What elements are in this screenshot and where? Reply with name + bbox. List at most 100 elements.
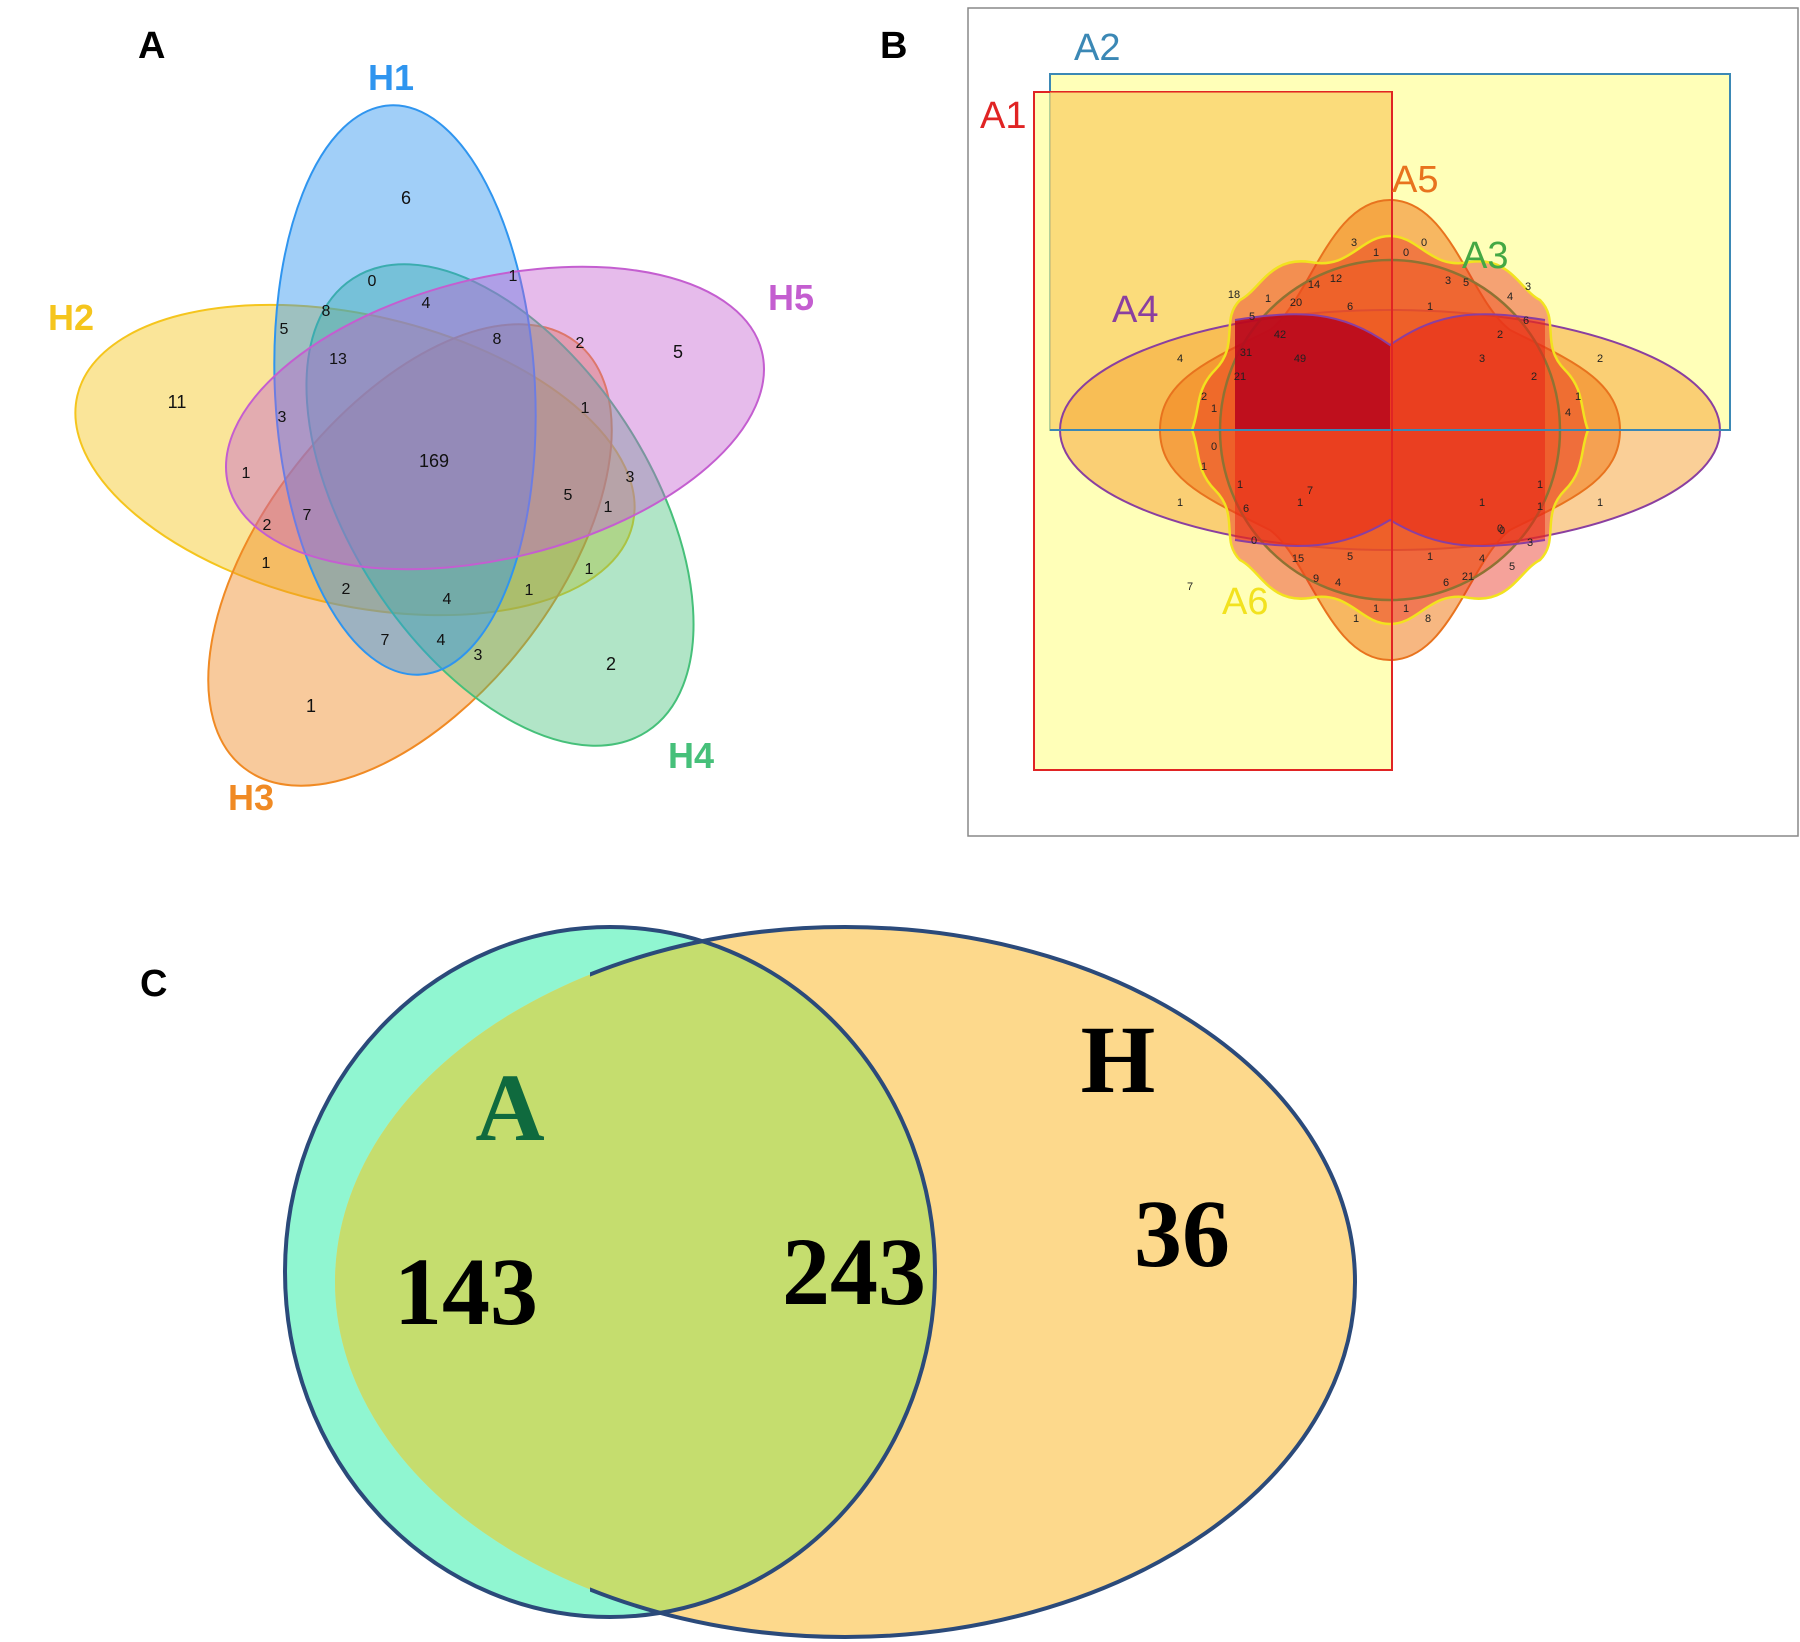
- panel-b-letter: B: [880, 25, 907, 67]
- count-label: 1: [581, 400, 590, 417]
- count-label: 1: [1177, 497, 1183, 509]
- count-label: 1: [1211, 403, 1217, 415]
- count-label: 8: [1425, 613, 1431, 625]
- count-label: 4: [1177, 353, 1183, 365]
- count-label: 1: [509, 268, 518, 285]
- count-label: 7: [303, 507, 312, 524]
- count-label: 1: [1237, 479, 1243, 491]
- count-label: 1: [604, 499, 613, 516]
- count-label: 1: [1575, 391, 1581, 403]
- count-label: 14: [1308, 279, 1320, 291]
- count-label: 0: [1251, 535, 1257, 547]
- count-label: 5: [673, 342, 683, 362]
- count-label: 15: [1292, 553, 1304, 565]
- count-label: 11: [168, 392, 187, 412]
- count-label: 1: [1373, 603, 1379, 615]
- set-h5-ellipse: [225, 265, 765, 571]
- set-label-h1: H1: [368, 57, 414, 98]
- set-h-outline: [590, 925, 1357, 1639]
- set-label-a6: A6: [1222, 581, 1268, 623]
- count-label: 1: [1373, 247, 1379, 259]
- count-label: 2: [1497, 329, 1503, 341]
- count-label: 18: [1228, 289, 1240, 301]
- count-label: 4: [443, 591, 452, 608]
- count-label: 1: [1201, 461, 1207, 473]
- count-label: 1: [1353, 613, 1359, 625]
- count-label: 6: [1523, 315, 1529, 327]
- count-label: 6: [1443, 577, 1449, 589]
- count-label: 1: [262, 555, 271, 572]
- count-label: 1: [585, 561, 594, 578]
- count-label: 6: [1347, 301, 1353, 313]
- count-label: 3: [278, 409, 287, 426]
- count-label: 21: [1234, 371, 1246, 383]
- panel-a-counts: 6 11 1 2 5 169 0 4 1 8 2 5 13 3 1 7 2 1 …: [168, 188, 683, 716]
- count-label: 1: [1537, 501, 1543, 513]
- count-label: 1: [1297, 497, 1303, 509]
- count-label: 1: [1427, 551, 1433, 563]
- count-label: 3: [1445, 275, 1451, 287]
- count-label: 31: [1240, 347, 1252, 359]
- count-label: 6: [1243, 503, 1249, 515]
- count-overlap: 243: [782, 1218, 926, 1325]
- count-label: 3: [474, 647, 483, 664]
- set-label-h3: H3: [228, 777, 274, 818]
- count-label: 1: [242, 465, 251, 482]
- set-label-h2: H2: [48, 297, 94, 338]
- set-label-h: H: [1081, 1006, 1156, 1113]
- count-label: 2: [1597, 353, 1603, 365]
- count-label: 13: [329, 351, 347, 368]
- count-label: 2: [576, 335, 585, 352]
- set-a-outline: [283, 925, 937, 1619]
- set-label-a3: A3: [1462, 235, 1508, 277]
- count-label: 1: [1479, 497, 1485, 509]
- count-label: 0: [1403, 247, 1409, 259]
- panel-a: A H1 H2 H3 H4 H5 6 11 1 2 5 169 0 4 1 8 …: [48, 25, 814, 818]
- count-label: 1: [306, 696, 316, 716]
- count-label: 7: [1187, 581, 1193, 593]
- count-label: 4: [1335, 577, 1341, 589]
- panel-a-letter: A: [138, 25, 165, 67]
- count-label: 0: [1497, 523, 1503, 535]
- count-label: 3: [1351, 237, 1357, 249]
- panel-c: C A H 143 243 36: [140, 925, 1357, 1639]
- count-label: 0: [368, 273, 377, 290]
- set-h1-ellipse: [273, 104, 537, 676]
- count-label: 0: [1211, 441, 1217, 453]
- count-label: 49: [1294, 353, 1306, 365]
- count-label: 0: [1499, 525, 1505, 537]
- count-label: 4: [437, 632, 446, 649]
- count-label: 2: [342, 581, 351, 598]
- count-label: 6: [401, 188, 411, 208]
- count-label: 2: [1201, 391, 1207, 403]
- set-a4-inner-arc: [1234, 313, 1546, 347]
- set-h4-ellipse: [305, 263, 695, 747]
- count-label: 1: [1403, 603, 1409, 615]
- count-label: 3: [626, 469, 635, 486]
- count-label: 2: [1531, 371, 1537, 383]
- count-label: 169: [419, 451, 449, 471]
- count-label: 42: [1274, 329, 1286, 341]
- panel-b: B A1 A2 A3 A4 A5 A6 3 1 0 0: [880, 7, 1799, 837]
- count-label: 7: [1307, 485, 1313, 497]
- set-label-a4: A4: [1112, 289, 1158, 331]
- count-label: 1: [1265, 293, 1271, 305]
- count-label: 5: [1509, 561, 1515, 573]
- count-label: 3: [1525, 281, 1531, 293]
- panel-c-letter: C: [140, 963, 167, 1005]
- set-label-h5: H5: [768, 277, 814, 318]
- panel-b-counts: 3 1 0 0 18 1 20 14 12 6 3 5 4 3 5 42 1 2…: [1177, 237, 1603, 625]
- count-label: 1: [1537, 479, 1543, 491]
- set-h2-ellipse: [74, 303, 636, 617]
- count-label: 2: [606, 654, 616, 674]
- region-a-h-overlap: [335, 927, 935, 1617]
- count-label: 5: [1463, 277, 1469, 289]
- count-label: 9: [1313, 573, 1319, 585]
- count-label: 12: [1330, 273, 1342, 285]
- count-only-a: 143: [394, 1238, 538, 1345]
- count-only-h: 36: [1134, 1180, 1230, 1287]
- count-label: 4: [422, 295, 431, 312]
- set-label-h4: H4: [668, 735, 714, 776]
